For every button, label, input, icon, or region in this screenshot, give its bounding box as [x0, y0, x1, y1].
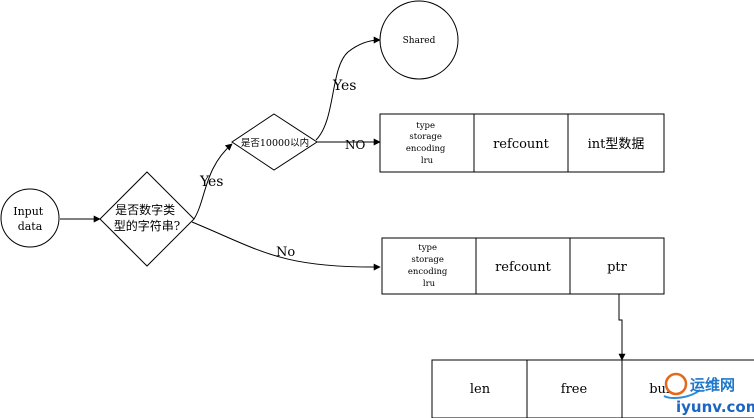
edge-no-numeric [191, 221, 381, 271]
struct-ptr-header-storage: storage [411, 255, 444, 265]
decision-in-range: 是否10000以内 [231, 113, 318, 171]
struct-int-header: type storage encoding lru [406, 121, 448, 166]
decision-is-numeric: 是否数字类 型的字符串? [99, 171, 195, 267]
watermark-brand: 运维网 [690, 376, 735, 394]
struct-sds: len free buf [431, 359, 754, 418]
watermark-globe-icon [664, 372, 688, 396]
input-data-line-1: Input [13, 205, 44, 218]
edge-label-no-numeric: No [276, 245, 295, 260]
struct-ptr-header: type storage encoding lru [408, 243, 450, 289]
struct-int-object: type storage encoding lru refcount int型数… [379, 113, 665, 173]
struct-int-refcount: refcount [493, 137, 550, 152]
struct-int-header-lru: lru [421, 156, 434, 166]
struct-ptr-refcount: refcount [495, 260, 552, 275]
watermark-logo: 运维网 iyunv.com [663, 372, 754, 416]
struct-int-header-type: type [416, 121, 435, 131]
watermark-swoosh [663, 389, 701, 399]
input-data-line-2: data [18, 220, 43, 233]
decision-is-numeric-line-1: 是否数字类 [115, 202, 175, 217]
struct-ptr-header-lru: lru [423, 279, 436, 289]
svg-text:Input data: Input data [13, 205, 46, 233]
edge-yes-numeric [193, 143, 233, 220]
edge-yes-range [315, 36, 381, 141]
decision-is-numeric-line-2: 型的字符串? [114, 218, 180, 233]
shared-node: Shared [379, 0, 459, 80]
sds-field-free: free [561, 382, 588, 397]
svg-text:是否数字类 型的字符串?: 是否数字类 型的字符串? [114, 202, 180, 233]
shared-label: Shared [403, 36, 436, 46]
struct-ptr-object: type storage encoding lru refcount ptr [381, 237, 665, 295]
edge-label-yes-range: Yes [332, 78, 357, 94]
decision-in-range-label: 是否10000以内 [241, 137, 309, 149]
edge-label-no-range: NO [345, 138, 366, 152]
struct-ptr-header-encoding: encoding [408, 267, 448, 277]
input-data-node: Input data [0, 188, 60, 248]
sds-field-len: len [470, 382, 491, 397]
struct-int-header-storage: storage [409, 132, 442, 142]
struct-int-header-encoding: encoding [406, 144, 446, 154]
edge-ptr-to-sds [618, 294, 626, 361]
watermark-site: iyunv.com [676, 398, 754, 416]
edge-label-yes-numeric: Yes [199, 174, 224, 190]
struct-int-payload: int型数据 [588, 137, 645, 152]
struct-ptr-header-type: type [418, 243, 437, 253]
struct-ptr-payload: ptr [607, 260, 628, 275]
